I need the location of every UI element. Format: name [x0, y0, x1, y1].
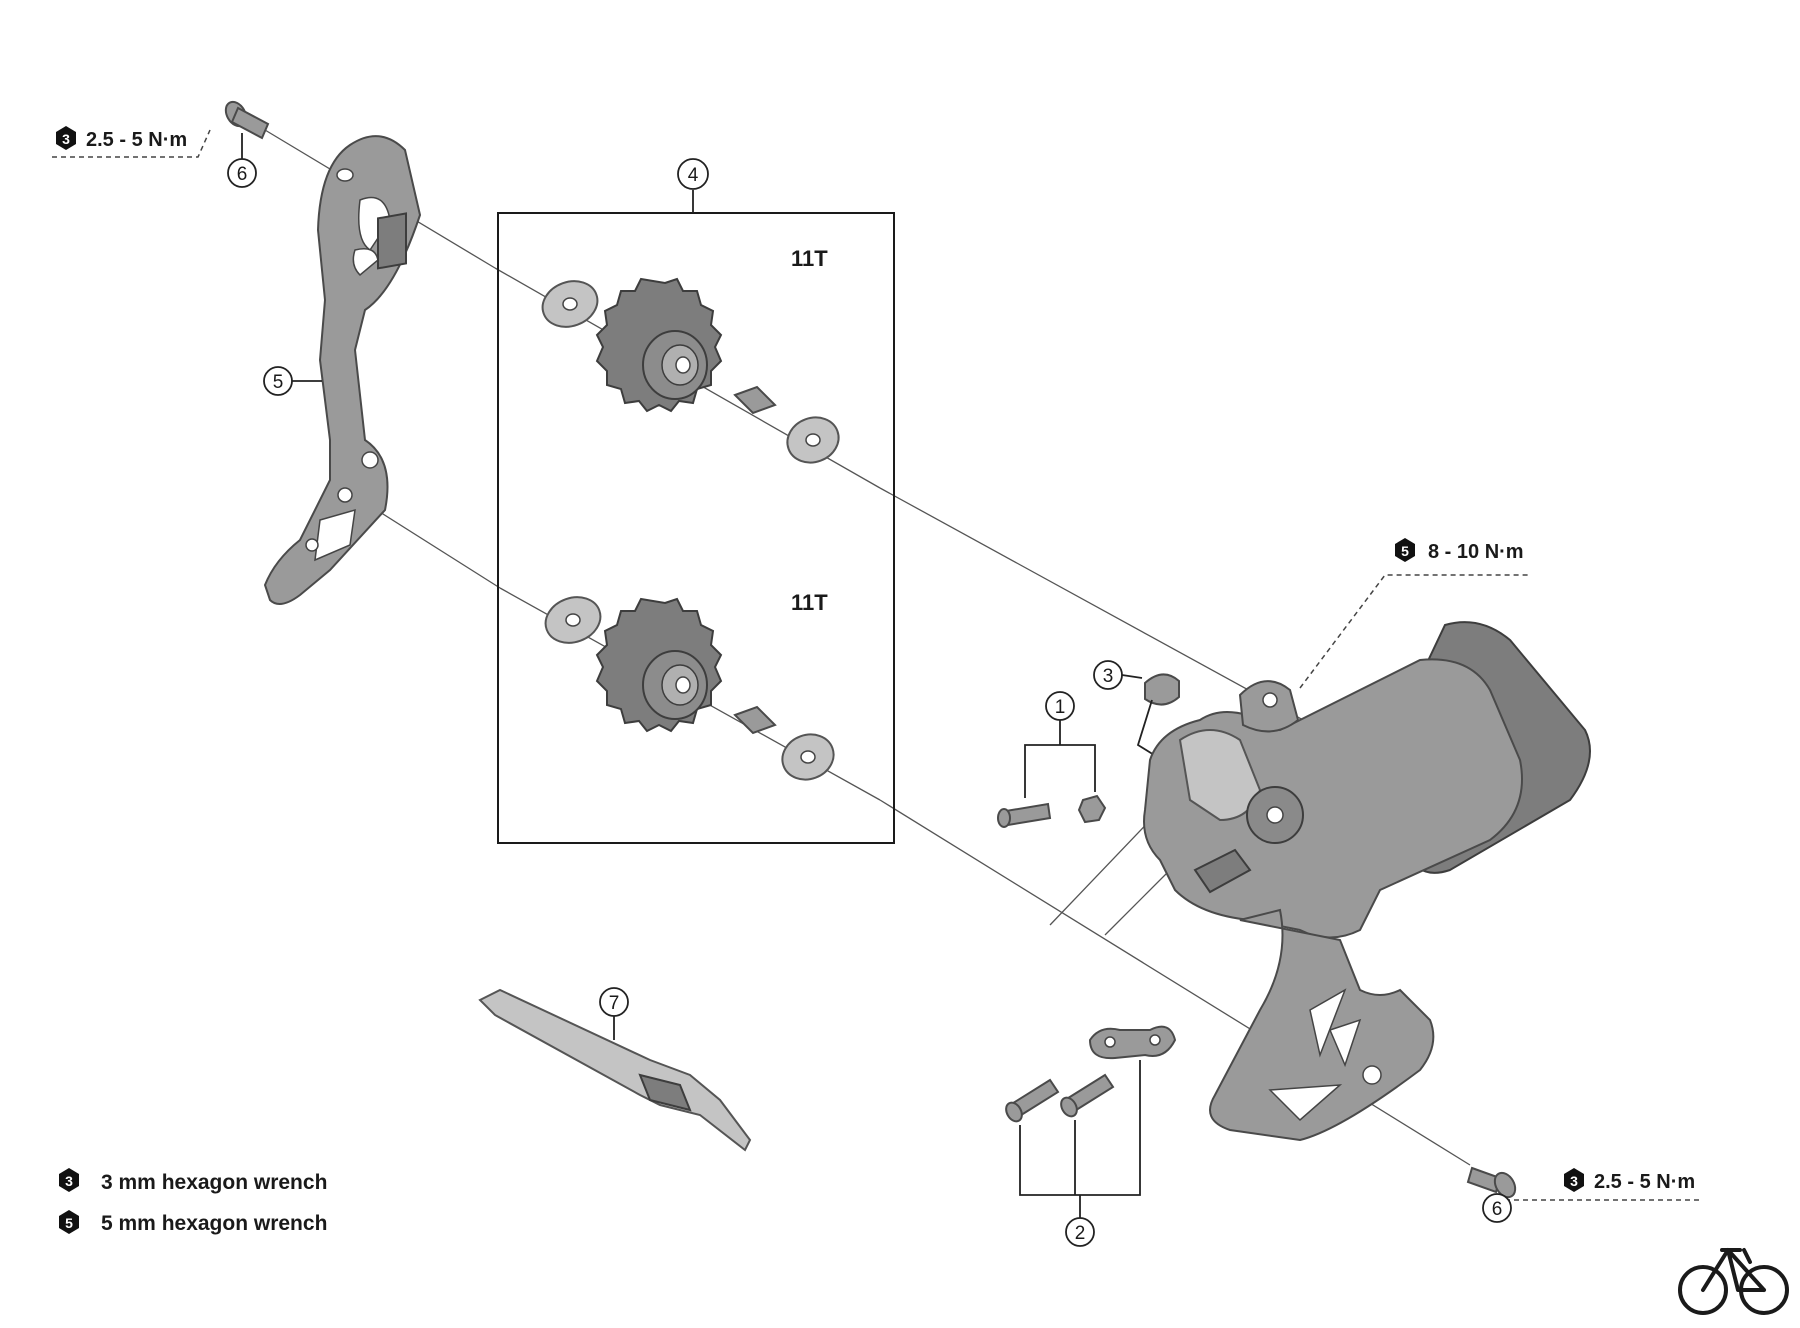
callout-pulley-bolt-bottom: 6	[1482, 1193, 1512, 1223]
bicycle-icon	[1678, 1248, 1789, 1315]
svg-text:2: 2	[1075, 1223, 1086, 1244]
legend-text: 5 mm hexagon wrench	[101, 1212, 327, 1235]
torque-value: 2.5 - 5 N·m	[86, 129, 187, 151]
callout-tool: 7	[599, 987, 629, 1017]
torque-leaders	[52, 129, 1700, 1201]
pulley-box	[497, 190, 895, 844]
pulley-bolt-top	[224, 100, 270, 140]
callout-pulley-bolt-top: 6	[227, 133, 257, 188]
callout-inner-plate: 5	[263, 366, 322, 396]
legend-item-5mm: 5 5 mm hexagon wrench	[59, 1210, 327, 1235]
torque-spec-body: 5 8 - 10 N·m	[1395, 538, 1524, 563]
derailleur-body	[1143, 621, 1591, 1142]
chain-tool	[478, 988, 752, 1152]
svg-text:5: 5	[273, 372, 284, 393]
lower-pulley-set	[544, 596, 835, 781]
hex-3-icon	[56, 126, 76, 150]
svg-text:4: 4	[688, 165, 699, 186]
hex-5-icon	[1395, 538, 1415, 562]
hex-5-icon	[59, 1210, 79, 1234]
mount-bolts	[1005, 1025, 1177, 1218]
tool-number: 3	[62, 131, 70, 147]
upper-pulley-teeth: 11T	[791, 246, 828, 271]
torque-value: 2.5 - 5 N·m	[1594, 1171, 1695, 1193]
svg-text:1: 1	[1055, 697, 1066, 718]
svg-text:6: 6	[1492, 1199, 1503, 1220]
torque-spec-bottom-right: 3 2.5 - 5 N·m	[1564, 1168, 1695, 1193]
svg-text:5: 5	[65, 1215, 73, 1231]
callout-mount-bolts: 2	[1065, 1217, 1095, 1247]
pulley-bolt-bottom	[1466, 1166, 1517, 1199]
legend-text: 3 mm hexagon wrench	[101, 1171, 327, 1194]
svg-text:7: 7	[609, 993, 620, 1014]
hex-3-icon	[1564, 1168, 1584, 1192]
hex-3-icon	[59, 1168, 79, 1192]
upper-pulley-set	[541, 277, 840, 464]
bolt-set	[997, 720, 1107, 828]
callout-pulleys: 4	[677, 158, 709, 190]
svg-text:3: 3	[65, 1173, 73, 1189]
tool-number: 3	[1570, 1173, 1578, 1189]
legend: 3 3 mm hexagon wrench 5 5 mm hexagon wre…	[59, 1168, 327, 1235]
callout-cap: 3	[1093, 660, 1143, 690]
torque-spec-top-left: 3 2.5 - 5 N·m	[56, 126, 187, 151]
inner-plate	[263, 135, 422, 605]
svg-text:6: 6	[237, 164, 248, 185]
torque-value: 8 - 10 N·m	[1428, 541, 1524, 563]
lower-pulley-teeth: 11T	[791, 590, 828, 615]
tool-number: 5	[1401, 543, 1409, 559]
legend-item-3mm: 3 3 mm hexagon wrench	[59, 1168, 327, 1194]
callout-bolt-set: 1	[1045, 691, 1075, 721]
svg-text:3: 3	[1103, 666, 1114, 687]
